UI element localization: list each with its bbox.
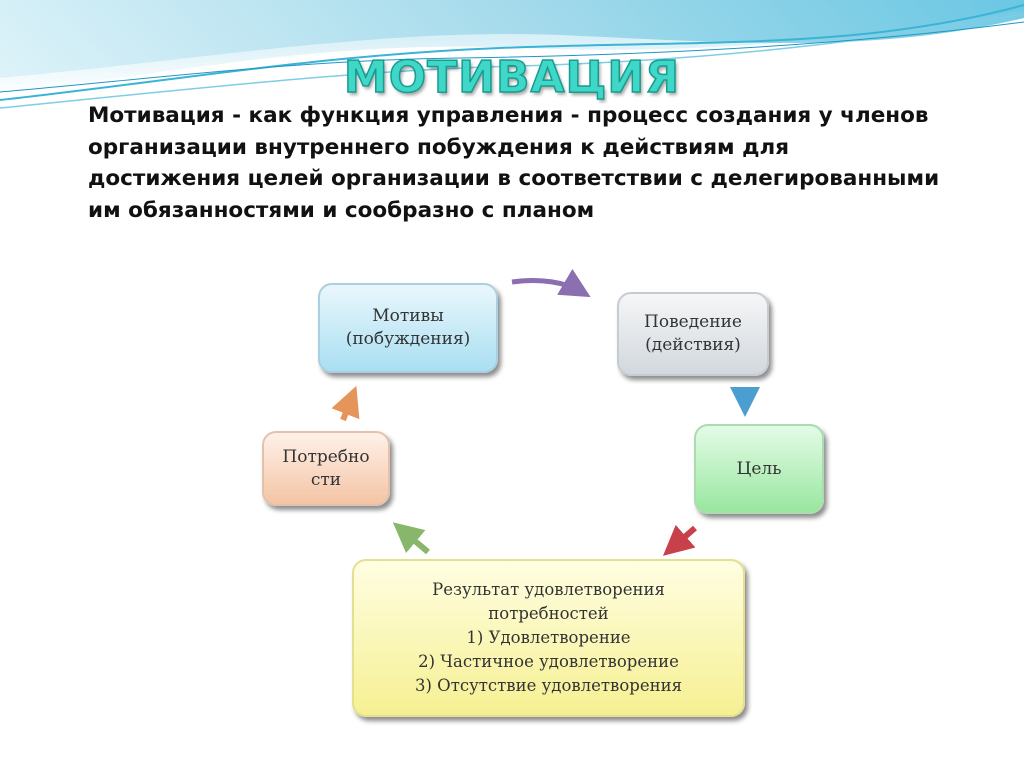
decorative-wave-header: [0, 0, 1024, 109]
arrow-result-to-needs: [392, 522, 430, 555]
result-box: Результат удовлетворения потребностей 1)…: [352, 559, 745, 717]
needs-label-line1: Потребно: [282, 446, 370, 467]
motives-box: Мотивы (побуждения): [318, 283, 498, 373]
result-option-2: 2) Частичное удовлетворение: [418, 652, 679, 671]
goal-label: Цель: [736, 458, 782, 479]
result-title-line1: Результат удовлетворения: [432, 580, 665, 599]
slide-title: МОТИВАЦИЯ: [343, 51, 681, 104]
result-option-3: 3) Отсутствие удовлетворения: [415, 676, 682, 695]
arrow-needs-to-motives: [331, 385, 360, 422]
arrow-motives-to-behavior: [511, 268, 591, 298]
motives-label: Мотивы: [372, 306, 444, 326]
needs-label-line2: сти: [310, 469, 342, 490]
behavior-sublabel: (действия): [645, 335, 741, 355]
goal-box: Цель: [694, 424, 824, 514]
behavior-label: Поведение: [644, 312, 742, 332]
behavior-box: Поведение (действия): [617, 292, 769, 376]
motives-sublabel: (побуждения): [345, 329, 471, 349]
definition-text: Мотивация - как функция управления - про…: [88, 103, 940, 223]
needs-box: Потребно сти: [262, 431, 390, 506]
result-option-1: 1) Удовлетворение: [466, 628, 631, 647]
arrow-goal-to-result: [662, 524, 697, 556]
result-title-line2: потребностей: [488, 604, 609, 623]
